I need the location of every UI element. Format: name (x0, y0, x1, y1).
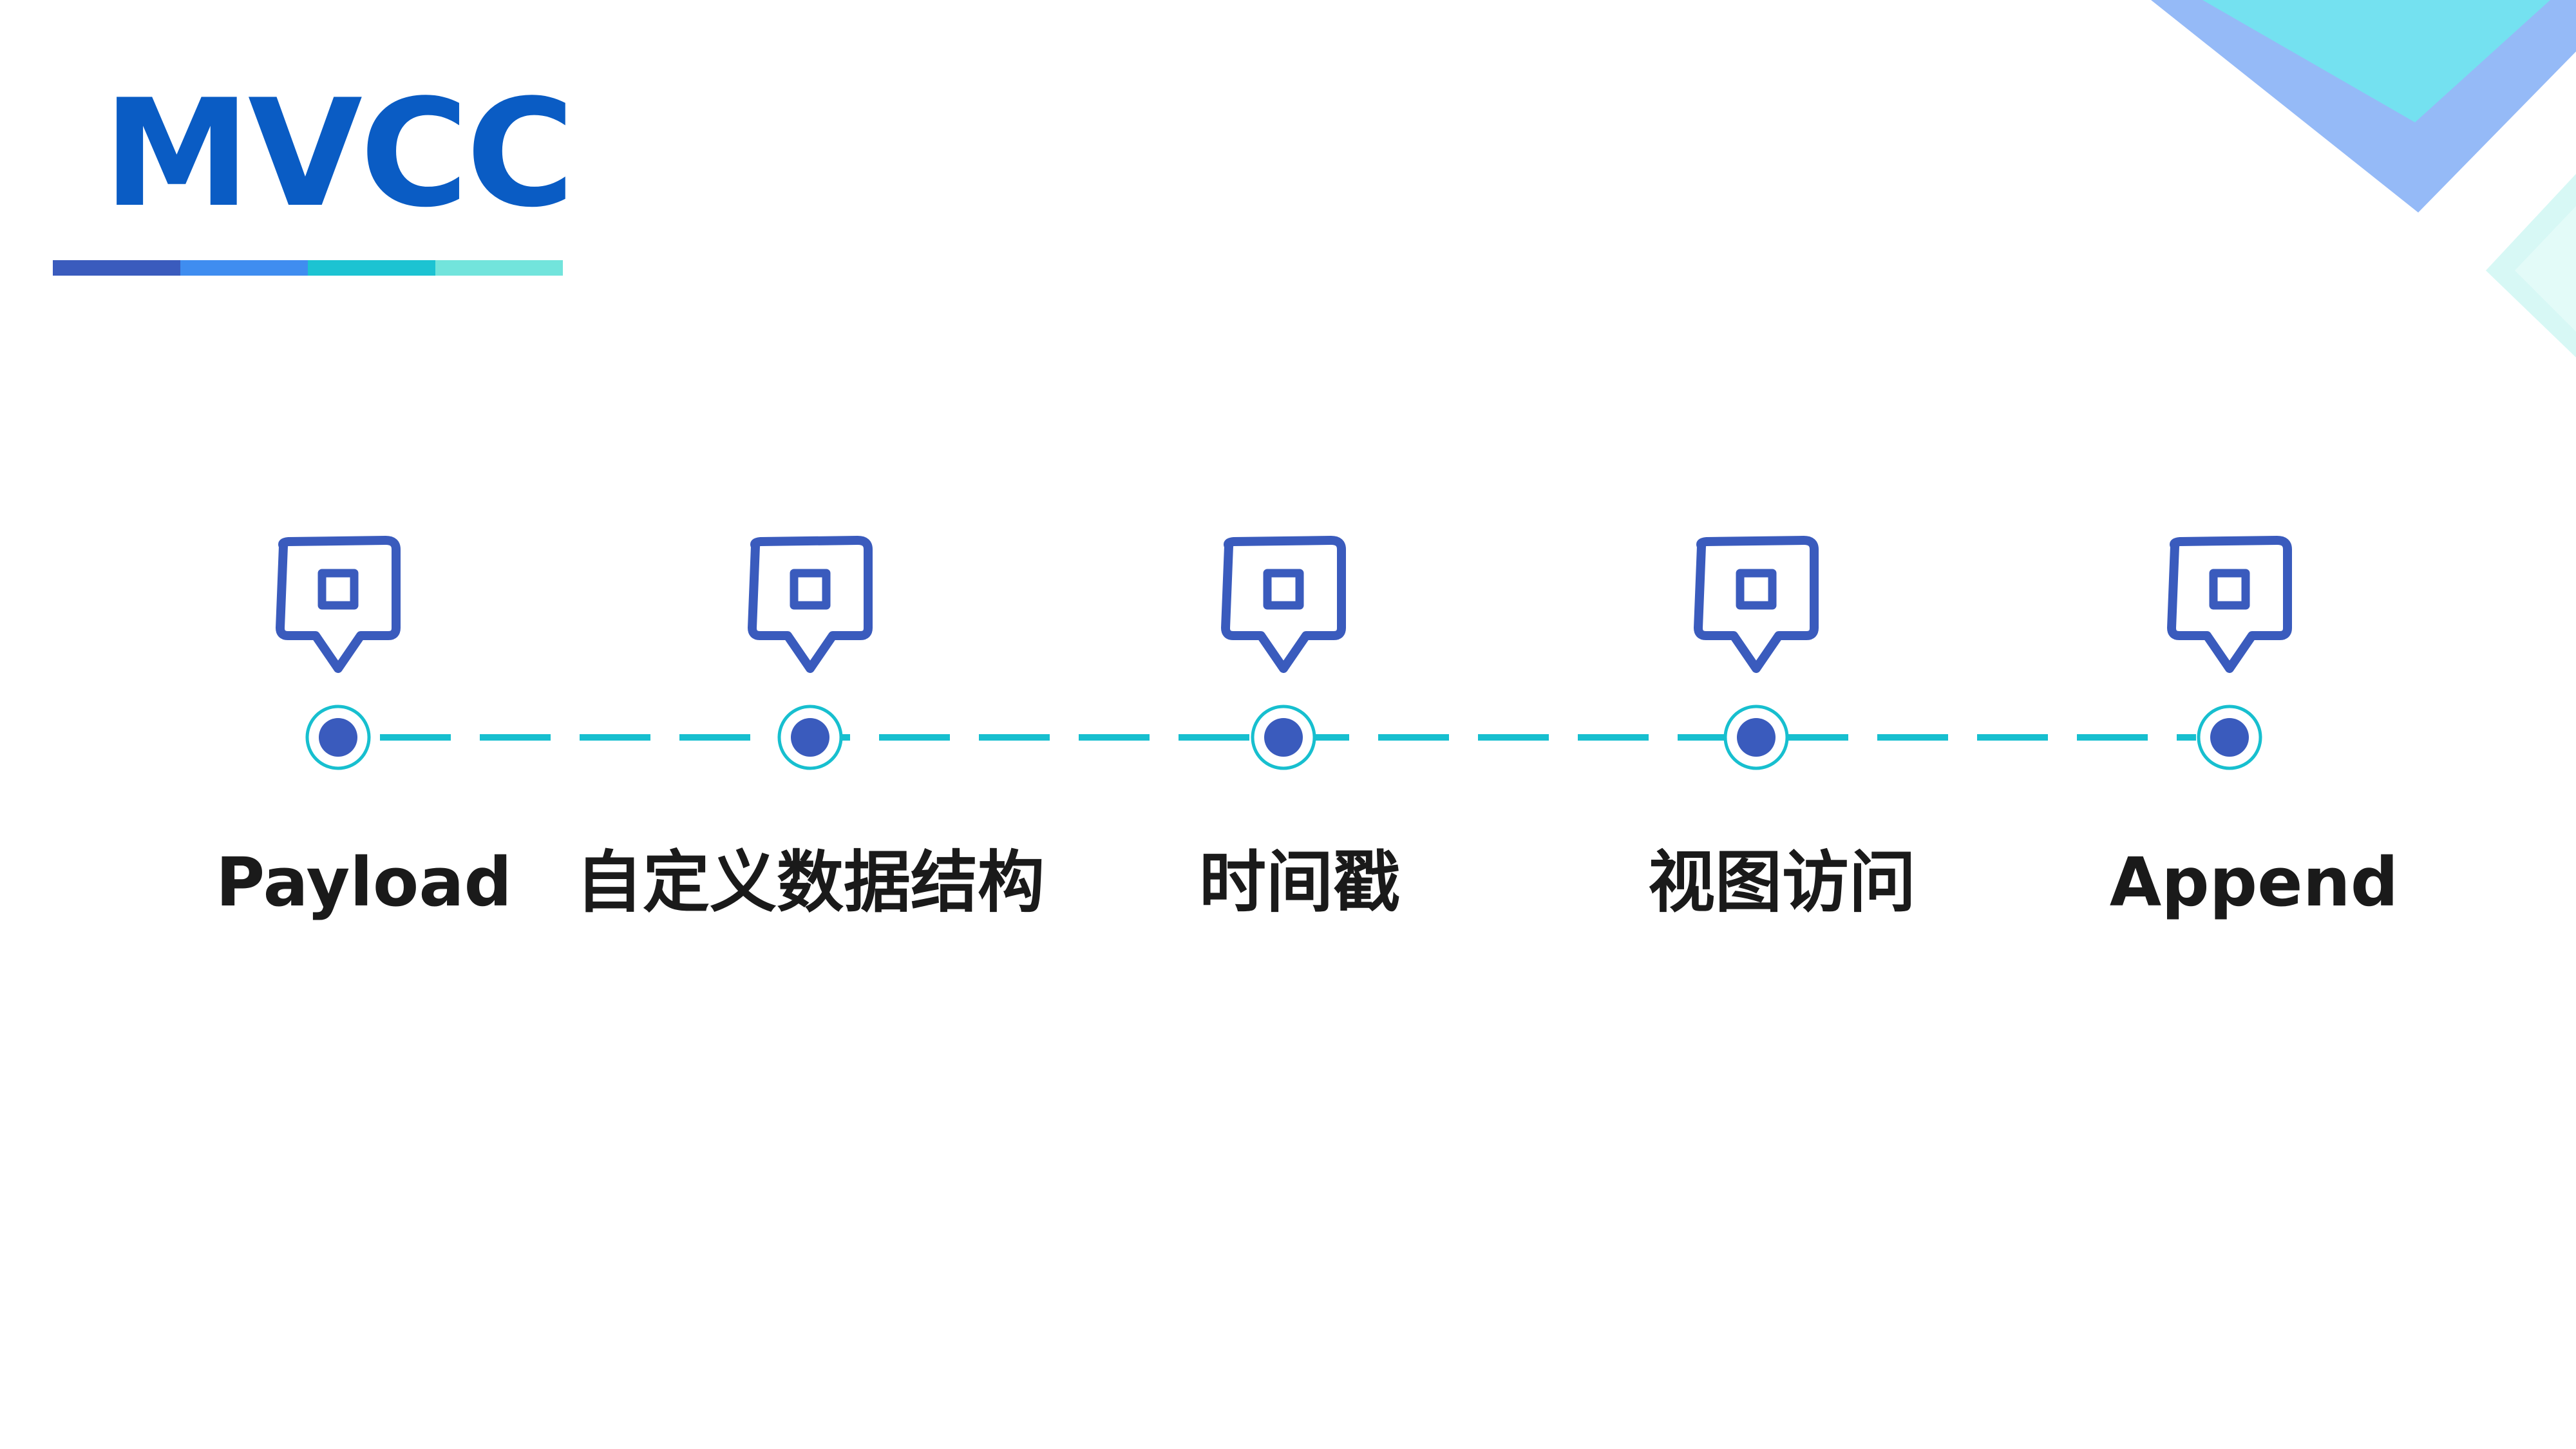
map-pin-square-icon (2167, 536, 2292, 673)
timeline-label-custom-data-structure: 自定义数据结构 (575, 843, 1045, 922)
map-pin-square-icon (748, 536, 873, 673)
underline-segment (308, 260, 435, 276)
timeline-node (1694, 536, 1819, 770)
timeline-label-append: Append (2109, 843, 2399, 922)
timeline-node (2167, 536, 2292, 770)
timeline-node (748, 536, 873, 770)
timeline-node (276, 536, 401, 770)
timeline-dot (319, 718, 357, 757)
underline-segment (53, 260, 180, 276)
timeline-label-view-access: 视图访问 (1647, 843, 1916, 922)
map-pin-square-icon (1694, 536, 1819, 673)
timeline-dot (1264, 718, 1303, 757)
timeline-label-payload: Payload (216, 843, 512, 922)
map-pin-square-icon (1221, 536, 1346, 673)
timeline-label-timestamp: 时间戳 (1198, 843, 1400, 922)
timeline-labels: Payload 自定义数据结构 时间戳 视图访问 Append (0, 837, 2576, 927)
timeline-dot (791, 718, 829, 757)
underline-segment (180, 260, 308, 276)
underline-segment (435, 260, 563, 276)
page-title: MVCC (103, 68, 574, 240)
map-pin-square-icon (276, 536, 401, 673)
timeline-dot (1737, 718, 1776, 757)
timeline-dot (2210, 718, 2249, 757)
title-underline (53, 260, 563, 276)
timeline-node (1221, 536, 1346, 770)
